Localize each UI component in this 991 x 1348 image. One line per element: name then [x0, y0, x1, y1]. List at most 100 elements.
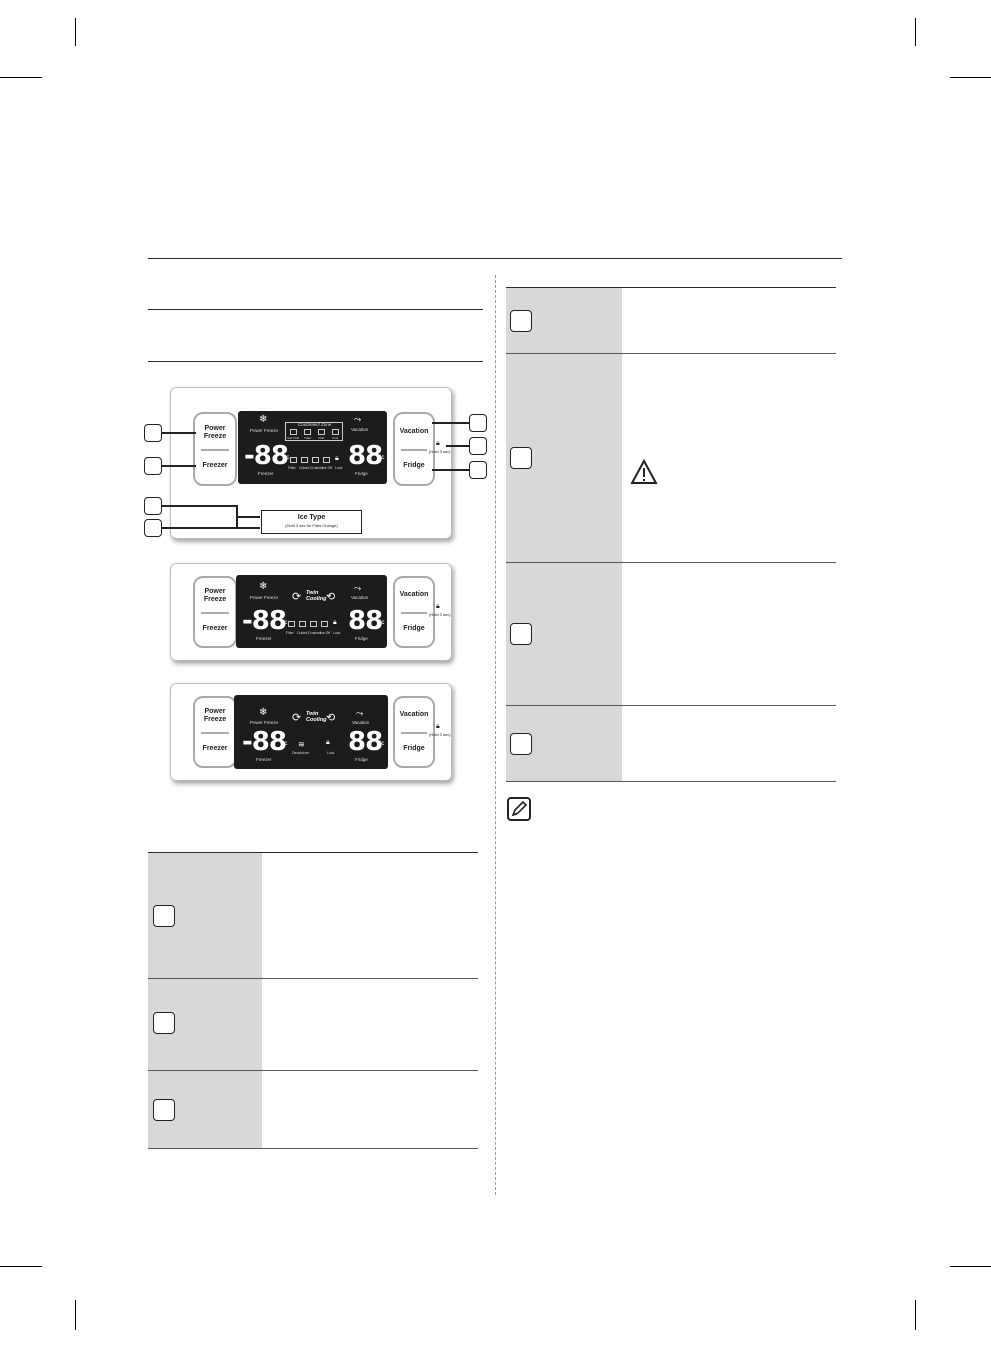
item-number-box: [510, 733, 532, 755]
warning-triangle-icon: [630, 459, 658, 484]
temp-unit: °c: [379, 620, 385, 626]
ice-off-icon: [321, 621, 328, 627]
callout-box: [144, 424, 162, 442]
callout-line: [162, 527, 260, 529]
lock-icon[interactable]: 🔒︎: [436, 440, 440, 447]
indicator-label: Lock: [335, 466, 343, 470]
right-button-group: [393, 412, 435, 486]
ice-type-button[interactable]: Ice Type (Hold 3 sec for Filter Change): [261, 510, 362, 534]
lcd-power-freeze-label: Power Freeze: [250, 595, 279, 600]
lock-hold-label: (Hold 3 sec): [429, 612, 451, 617]
filter-icon: [290, 457, 297, 463]
crop-mark: [915, 1300, 916, 1330]
ice-type-label: Ice Type: [297, 514, 326, 521]
lcd-display: ❄ Power Freeze ⟳ Twin Cooling ⟲ ⤳ Vacati…: [236, 575, 387, 648]
crushed-icon: [312, 457, 319, 463]
indicator-label: Crushed: [308, 631, 322, 635]
table-row: [506, 288, 836, 354]
item-number-box: [153, 1099, 175, 1121]
power-freeze-button[interactable]: Power Freeze: [203, 708, 227, 723]
power-freeze-button[interactable]: Power Freeze: [203, 588, 227, 603]
column-divider: [495, 275, 496, 1195]
callout-box: [469, 437, 487, 455]
right-button-group: [393, 576, 435, 648]
indicator-label: Filter: [288, 466, 296, 470]
table-row: [148, 979, 478, 1071]
lock-icon[interactable]: 🔒︎: [436, 723, 440, 730]
lcd-power-freeze-label: Power Freeze: [250, 720, 279, 725]
control-panel-twin-cooling: Power Freeze Freezer ❄ Power Freeze ⟳ Tw…: [170, 563, 452, 661]
left-button-group: [193, 412, 237, 486]
freezer-button[interactable]: Freezer: [202, 745, 228, 752]
snowflake-icon: ❄: [259, 581, 268, 592]
callout-box: [144, 497, 162, 515]
filter-icon: [288, 621, 295, 627]
lock-hold-label: (Hold 3 sec): [429, 732, 451, 737]
table-row: [506, 563, 836, 706]
divider: [401, 612, 427, 614]
crop-mark: [915, 18, 916, 46]
divider: [201, 449, 229, 451]
item-number-box: [153, 905, 175, 927]
lock-icon[interactable]: 🔒︎: [436, 603, 440, 610]
note-pencil-icon: [507, 797, 531, 821]
lcd-freezer-label: Freezer: [256, 757, 272, 762]
cool-icon: [332, 429, 339, 435]
fridge-temp-display: 88: [348, 727, 383, 757]
section-rule: [148, 309, 483, 310]
vacation-icon: ⤳: [356, 708, 364, 718]
crop-mark: [75, 18, 76, 46]
lcd-lock-label: Lock: [327, 751, 335, 755]
fridge-button[interactable]: Fridge: [403, 625, 425, 632]
cubed-icon: [299, 621, 306, 627]
lcd-fridge-label: Fridge: [355, 757, 368, 762]
deodorizer-icon: ≋: [298, 740, 305, 749]
twin-cooling-icon: ⟲: [326, 712, 336, 724]
divider: [401, 449, 427, 451]
callout-line: [432, 422, 469, 424]
temp-unit: °c: [284, 455, 290, 461]
fridge-button[interactable]: Fridge: [403, 745, 425, 752]
freezer-temp-display: -88: [242, 727, 287, 757]
vacation-button[interactable]: Vacation: [399, 711, 429, 718]
freezer-button[interactable]: Freezer: [202, 625, 228, 632]
vacation-button[interactable]: Vacation: [399, 428, 429, 435]
lcd-power-freeze-label: Power Freeze: [250, 428, 279, 433]
lcd-fridge-label: Fridge: [355, 636, 368, 641]
zone-label: Chill: [318, 436, 324, 440]
lock-hold-label: (Hold 3 sec): [429, 449, 451, 454]
callout-line: [446, 445, 469, 447]
lcd-vacation-label: Vacation: [351, 595, 369, 600]
twin-cooling-label: Twin Cooling: [306, 711, 327, 723]
coolselect-zone-box: CoolSelect Zone Soft Chill Thaw Chill Co…: [285, 422, 343, 441]
control-panel-main: Power Freeze Freezer ❄ Power Freeze Cool…: [170, 387, 452, 539]
twin-cooling-icon: ⟳: [292, 712, 302, 724]
fridge-button[interactable]: Fridge: [403, 462, 425, 469]
lcd-freezer-label: Freezer: [258, 471, 274, 476]
table-row: [148, 1071, 478, 1149]
lcd-fridge-label: Fridge: [355, 471, 368, 476]
callout-box: [144, 519, 162, 537]
lcd-display: ❄ Power Freeze ⟳ Twin Cooling ⟲ ⤳ Vacati…: [234, 695, 388, 769]
cubed-icon: [301, 457, 308, 463]
twin-cooling-icon: ⟳: [292, 591, 302, 603]
lcd-deodorizer-label: Deodorizer: [292, 751, 310, 755]
vacation-button[interactable]: Vacation: [399, 591, 429, 598]
item-number-box: [510, 623, 532, 645]
table-row: [506, 706, 836, 782]
ice-type-sublabel: (Hold 3 sec for Filter Change): [285, 523, 338, 528]
callout-line: [162, 505, 236, 507]
power-freeze-button[interactable]: Power Freeze: [203, 425, 227, 440]
divider: [201, 732, 229, 734]
table-row: [506, 354, 836, 563]
divider: [401, 732, 427, 734]
vacation-icon: ⤳: [354, 414, 362, 424]
soft-chill-icon: [290, 429, 297, 435]
crop-mark: [950, 77, 991, 78]
callout-line: [236, 516, 260, 518]
thaw-icon: [304, 429, 311, 435]
freezer-button[interactable]: Freezer: [202, 462, 228, 469]
callout-box: [469, 461, 487, 479]
indicator-label: Filter: [286, 631, 294, 635]
table-top-rule: [506, 287, 836, 288]
